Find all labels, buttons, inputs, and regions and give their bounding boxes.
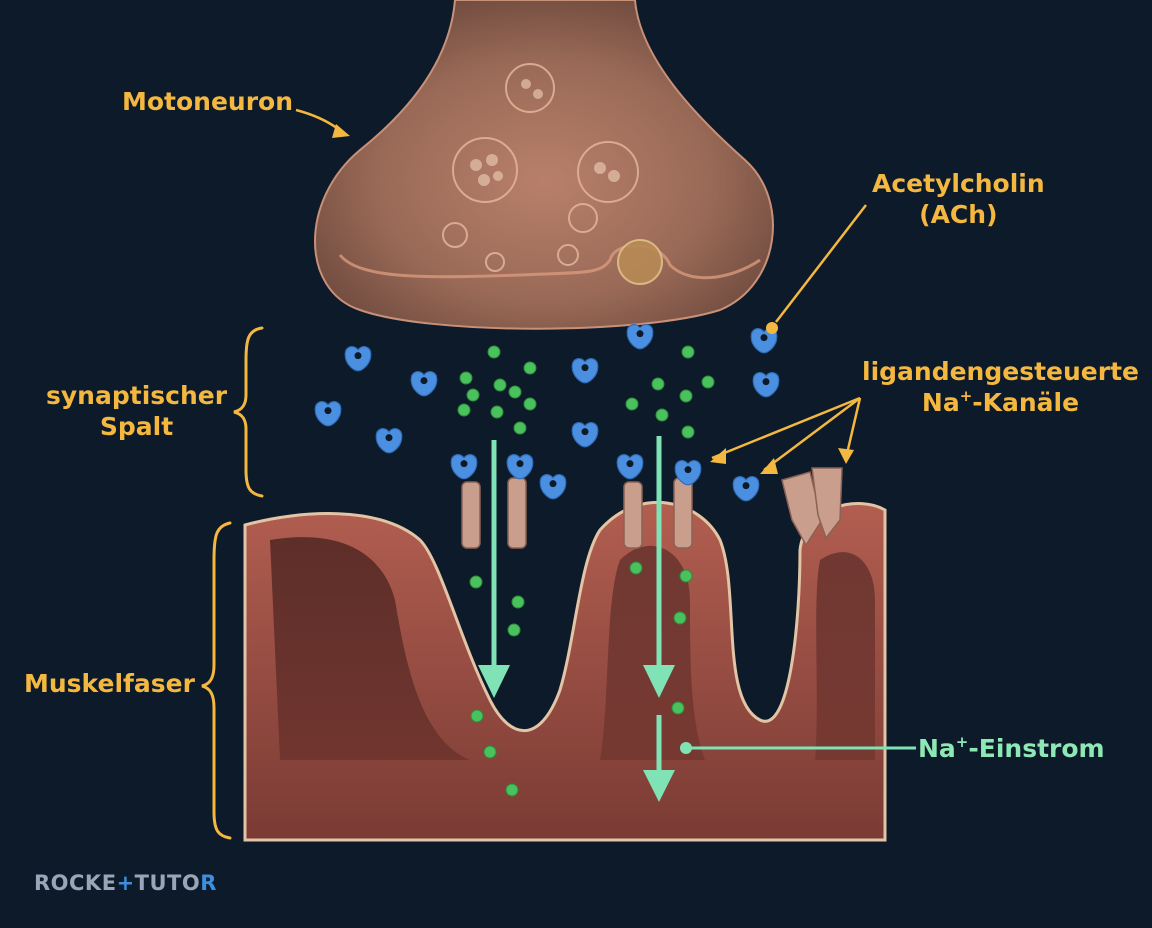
label-einstrom-na: Na (918, 734, 956, 763)
sodium-ion (681, 425, 695, 439)
label-kanaele-rest: -Kanäle (972, 388, 1080, 418)
acetylcholine-molecule (410, 371, 438, 397)
sodium-ion (511, 595, 525, 609)
sodium-ion (487, 345, 501, 359)
sodium-ion (655, 408, 669, 422)
label-acetylcholin-line2: (ACh) (919, 200, 998, 230)
sodium-ion (625, 397, 639, 411)
sodium-ion (701, 375, 715, 389)
label-einstrom-rest: -Einstrom (968, 734, 1105, 763)
ion-channel (811, 467, 843, 540)
sodium-ion (470, 709, 484, 723)
sodium-ion (507, 623, 521, 637)
label-kanaele-na: Na (921, 388, 960, 418)
sodium-ion (457, 403, 471, 417)
sodium-ion (629, 561, 643, 575)
sodium-ion (508, 385, 522, 399)
acetylcholine-molecule (616, 454, 644, 480)
sodium-ion (523, 361, 537, 375)
label-spalt-line2: Spalt (99, 412, 174, 442)
sodium-influx-arrows (478, 436, 675, 802)
sodium-ion (673, 611, 687, 625)
sodium-ion (505, 783, 519, 797)
label-einstrom-plus: + (955, 733, 969, 751)
sodium-ion (681, 345, 695, 359)
motoneuron-terminal (314, 0, 774, 330)
logo-plus: + (116, 871, 135, 895)
label-kanaele-plus: + (959, 387, 973, 406)
rocketutor-logo: ROCKE+TUTOR (34, 871, 217, 895)
logo-part3: TUTO (134, 871, 201, 895)
einstrom-pointer (680, 742, 916, 754)
acetylcholine-molecule (752, 372, 780, 398)
muscle-fiber (243, 501, 887, 842)
acetylcholine-molecule (732, 476, 760, 502)
acetylcholine-molecule (375, 428, 403, 454)
label-na-einstrom: Na+-Einstrom (918, 733, 1105, 764)
sodium-ion (671, 701, 685, 715)
sodium-ion (523, 397, 537, 411)
ion-channels (461, 467, 843, 549)
label-spalt-line1: synaptischer (46, 381, 228, 410)
sodium-ion (493, 378, 507, 392)
acetylcholine-molecule (571, 422, 599, 448)
sodium-ion (459, 371, 473, 385)
sodium-ion (490, 405, 504, 419)
sodium-ion (679, 389, 693, 403)
acetylcholine-molecule (450, 454, 478, 480)
sodium-ion (469, 575, 483, 589)
spalt-brace (233, 326, 264, 498)
logo-part1: ROCKE (34, 871, 117, 895)
label-synaptischer-spalt: synaptischer Spalt (46, 380, 227, 443)
acetylcholine-molecule (626, 324, 654, 350)
acetylcholine-molecule (314, 401, 342, 427)
sodium-ions (457, 345, 715, 797)
label-acetylcholin-line1: Acetylcholin (872, 169, 1045, 198)
ion-channel (461, 481, 481, 549)
label-muskelfaser: Muskelfaser (24, 669, 195, 698)
ion-channel (507, 477, 527, 549)
pointer-arrows (295, 108, 867, 474)
acetylcholine-molecule (506, 454, 534, 480)
acetylcholine-molecules (314, 324, 780, 502)
muskel-brace (201, 521, 232, 840)
braces (201, 326, 264, 840)
sodium-ion (513, 421, 527, 435)
ach-pointer (775, 204, 867, 323)
label-kanaele-line2: Na+-Kanäle (862, 387, 1139, 418)
synaptic-vesicles (442, 63, 639, 272)
label-kanaele-line1: ligandengesteuerte (862, 357, 1139, 386)
label-kanaele: ligandengesteuerte Na+-Kanäle (862, 356, 1139, 419)
ion-channel (623, 481, 643, 549)
label-acetylcholin: Acetylcholin (ACh) (872, 168, 1045, 231)
acetylcholine-molecule (344, 346, 372, 372)
ion-channel (781, 471, 823, 547)
sodium-ion (466, 388, 480, 402)
label-motoneuron: Motoneuron (122, 87, 294, 116)
acetylcholine-molecule (571, 358, 599, 384)
sodium-ion (679, 569, 693, 583)
sodium-ion (651, 377, 665, 391)
logo-part4: R (200, 871, 217, 895)
ion-channel (673, 477, 693, 549)
acetylcholine-molecule (539, 474, 567, 500)
sodium-ion (483, 745, 497, 759)
